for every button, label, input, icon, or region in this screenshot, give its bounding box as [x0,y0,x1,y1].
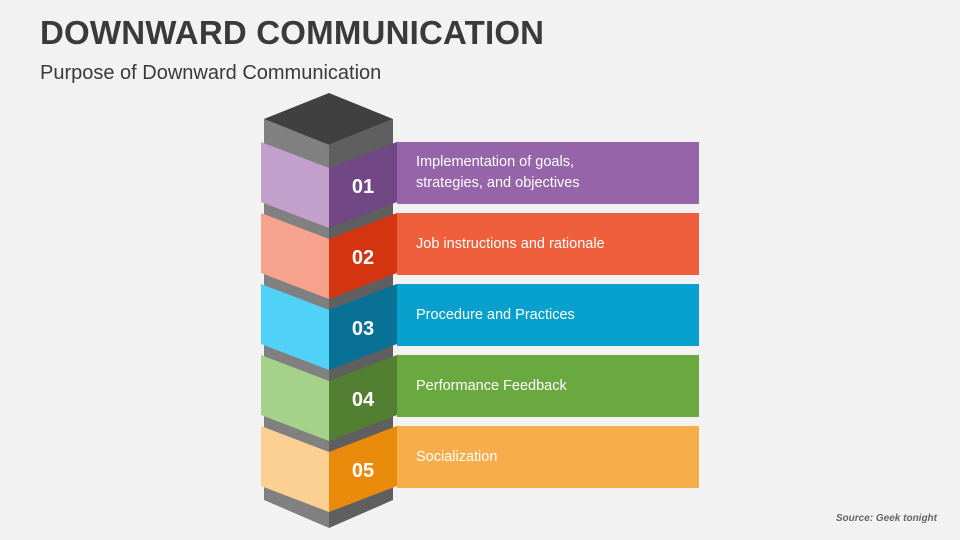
item-text: Socialization [416,448,498,465]
step-number: 03 [352,318,374,340]
page-subtitle: Purpose of Downward Communication [40,62,382,84]
step-number: 02 [352,247,374,269]
step-number: 04 [352,389,375,411]
item-bar-01: Implementation of goals, strategies, and… [397,142,699,204]
band-right-face-03 [329,284,397,370]
band-left-face-01 [261,142,329,228]
band-left-face-05 [261,426,329,512]
item-text: Procedure and Practices [416,306,575,323]
item-bar-05: Socialization [397,426,699,488]
column-top-face [264,93,393,145]
source-note: Source: Geek tonight [835,513,937,524]
band-right-face-01 [329,142,397,228]
item-bar-03: Procedure and Practices [397,284,699,346]
item-text: Job instructions and rationale [416,235,605,252]
item-text: Implementation of goals, strategies, and… [416,154,580,191]
band-left-face-04 [261,355,329,441]
page-title: DOWNWARD COMMUNICATION [40,14,545,51]
band-right-face-02 [329,213,397,299]
band-right-face-05 [329,426,397,512]
band-left-face-03 [261,284,329,370]
item-text: Performance Feedback [416,377,567,394]
band-left-face-02 [261,213,329,299]
step-number: 01 [352,176,374,198]
item-bar-02: Job instructions and rationale [397,213,699,275]
band-right-face-04 [329,355,397,441]
item-bar-04: Performance Feedback [397,355,699,417]
step-number: 05 [352,460,374,482]
